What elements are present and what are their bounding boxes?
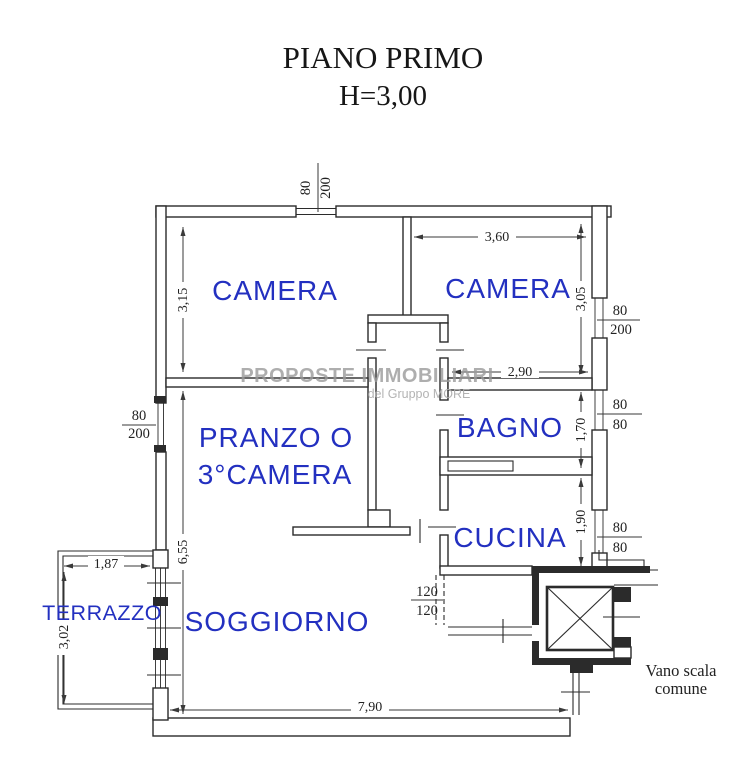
watermark-line1: PROPOSTE IMMOBILIARI: [240, 365, 493, 387]
label-right-window2-w: 80: [613, 397, 628, 413]
elevator-shaft: [545, 585, 615, 652]
dimension-label-masks: [56, 229, 589, 714]
room-label-bagno: BAGNO: [457, 412, 563, 443]
outer-walls: [147, 205, 612, 737]
stairwell-note-line2: comune: [655, 679, 707, 698]
label-right-window3-h: 80: [613, 540, 628, 556]
dim-camera-right-width: 3,60: [485, 230, 510, 245]
dimension-labels: 3,15 3,60 3,05 2,90 1,70 1,90 6,55 1,87 …: [57, 230, 589, 715]
page-title: PIANO PRIMO: [283, 40, 484, 75]
room-label-camera-right: CAMERA: [445, 273, 571, 304]
label-left-window-h: 200: [128, 426, 150, 442]
room-label-pranzo-line1: PRANZO O: [199, 422, 353, 453]
room-label-terrazzo: TERRAZZO: [42, 601, 162, 625]
dim-camera-right-height: 3,05: [574, 287, 589, 312]
watermark-line2: del Gruppo MORE: [368, 387, 471, 401]
label-left-window-w: 80: [132, 408, 147, 424]
dim-camera-left-height: 3,15: [176, 288, 191, 313]
label-right-window2-h: 80: [613, 417, 628, 433]
dim-interior-height: 6,55: [176, 540, 191, 565]
label-top-window-w: 80: [298, 181, 314, 196]
room-label-soggiorno: SOGGIORNO: [185, 606, 370, 637]
room-label-pranzo-line2: 3°CAMERA: [198, 459, 353, 490]
interior-walls: [165, 216, 593, 643]
label-right-window1-h: 200: [610, 322, 632, 338]
label-passage-h: 120: [416, 603, 438, 619]
dim-bagno-height: 1,70: [574, 418, 589, 443]
entry-door-block: [570, 665, 593, 673]
dim-apartment-width: 7,90: [358, 700, 383, 715]
room-label-camera-left: CAMERA: [212, 275, 338, 306]
opening-labels: 80 200 80 200 80 200 80 80 80 80 120 120: [128, 177, 632, 619]
label-top-window-h: 200: [318, 177, 334, 199]
room-label-cucina: CUCINA: [453, 522, 566, 553]
page-subtitle: H=3,00: [339, 80, 427, 112]
dim-cucina-height: 1,90: [574, 510, 589, 535]
room-labels: CAMERA CAMERA PRANZO O 3°CAMERA BAGNO CU…: [42, 273, 571, 637]
dim-terrazzo-width: 1,87: [94, 557, 119, 572]
terrace-outline: [57, 550, 153, 710]
label-right-window3-w: 80: [613, 520, 628, 536]
watermark: PROPOSTE IMMOBILIARI del Gruppo MORE: [240, 365, 493, 401]
label-passage-w: 120: [416, 584, 438, 600]
stairwell-note-line1: Vano scala: [645, 661, 717, 680]
dim-terrazzo-height: 3,02: [57, 625, 72, 650]
label-right-window1-w: 80: [613, 303, 628, 319]
dim-bagno-width: 2,90: [508, 365, 533, 380]
stairwell: [532, 550, 658, 715]
